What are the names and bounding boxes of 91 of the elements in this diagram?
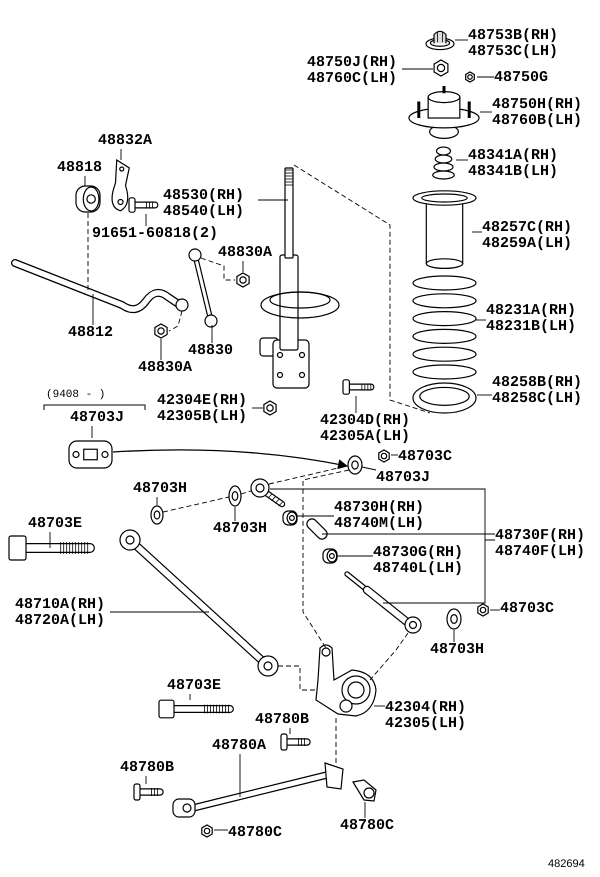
dashed-guide-line: [200, 258, 236, 280]
part-number: 48812: [68, 325, 114, 341]
part-number: 48830A: [218, 245, 272, 261]
part-number: 48710A(RH) 48720A(LH): [15, 597, 110, 629]
part-number: 42304D(RH) 42305A(LH): [320, 413, 416, 445]
part-number: 48730G(RH) 48740L(LH): [373, 545, 468, 577]
cap-drawing: [425, 28, 455, 50]
nut-drawing: [200, 824, 214, 838]
part-number: 48730H(RH) 48740M(LH): [334, 500, 430, 532]
washer-drawing: [150, 505, 164, 525]
spring-seat-drawing: [412, 382, 477, 414]
bolt-drawing: [280, 732, 310, 752]
nut-drawing: [463, 71, 477, 83]
nut-drawing: [432, 58, 450, 78]
nut-drawing: [262, 400, 278, 416]
leader-line: [160, 338, 162, 360]
dashed-guide-line: [162, 496, 230, 512]
part-number: 48703E: [167, 678, 222, 694]
dashed-guide-line: [370, 632, 408, 680]
part-number: 48830: [188, 343, 234, 359]
part-number: 48832A: [98, 133, 152, 149]
part-number: 48257C(RH) 48259A(LH): [482, 220, 578, 252]
part-number: 48703C: [500, 601, 554, 617]
part-number: 48258B(RH) 48258C(LH): [492, 375, 588, 407]
leader-line: [364, 802, 366, 818]
leader-line: [382, 540, 496, 604]
leader-line: [390, 454, 398, 456]
dashed-guide-line: [240, 490, 252, 494]
bushing-drawing: [75, 185, 101, 213]
bolt-drawing: [133, 782, 163, 802]
part-number: 48818: [57, 160, 102, 176]
part-number: 48530(RH) 48540(LH): [163, 188, 258, 220]
bolt-drawing: [342, 378, 374, 396]
leader-line: [476, 394, 492, 396]
strut-mount-drawing: [408, 85, 480, 140]
part-number: 42304(RH) 42305(LH): [385, 700, 480, 732]
part-number: 48231A(RH) 48231B(LH): [486, 303, 582, 335]
part-number: 48780C: [228, 825, 282, 841]
dashed-guide-line: [278, 666, 316, 690]
diagram-number: 482694: [548, 858, 585, 870]
part-number: 48780A: [212, 738, 266, 754]
washer-drawing: [446, 608, 462, 630]
part-number: 48750H(RH) 48760B(LH): [492, 97, 588, 129]
part-number: 48703C: [398, 449, 452, 465]
part-number: 48780C: [340, 818, 394, 834]
retainer-drawing: [350, 778, 378, 803]
leader-line: [242, 260, 244, 272]
part-number: 42304E(RH) 42305B(LH): [157, 393, 252, 425]
rod-end-drawing: [250, 478, 285, 508]
leader-line: [234, 506, 236, 522]
part-number: 48703J: [70, 410, 124, 426]
part-number: 48341A(RH) 48341B(LH): [468, 148, 564, 180]
part-number: 48730F(RH) 48740F(LH): [495, 528, 590, 560]
arrow: [112, 449, 348, 470]
part-number: 48703H: [213, 521, 268, 537]
washer-drawing: [228, 485, 242, 507]
part-number: 48703H: [133, 481, 188, 497]
part-number: 48703J: [376, 470, 430, 486]
dust-boot-drawing: [412, 190, 477, 270]
leader-line: [476, 76, 494, 78]
part-number: 48703H: [430, 642, 484, 658]
part-number: 48703E: [28, 516, 82, 532]
nut-drawing: [377, 449, 391, 463]
part-number: 48780B: [255, 712, 310, 728]
date-range-note: (9408 - ): [46, 389, 106, 401]
leader-line: [92, 294, 94, 326]
part-number: 48750G: [494, 70, 548, 86]
bushing-drawing: [282, 510, 298, 526]
bolt-drawing: [158, 698, 233, 720]
bolt-drawing: [8, 533, 93, 563]
bolt-drawing: [128, 196, 158, 214]
leader-line: [402, 68, 434, 70]
dashed-guide-line: [302, 470, 350, 648]
part-number: 48750J(RH) 48760C(LH): [307, 55, 402, 87]
leader-line: [120, 148, 122, 160]
dashed-guide-line: [168, 310, 182, 332]
nut-drawing: [476, 603, 490, 617]
dashed-guide-line: [294, 164, 430, 414]
coil-spring-drawing: [412, 275, 477, 380]
part-number: 91651-60818(2): [92, 226, 218, 242]
leader-line: [84, 176, 86, 186]
part-number: 48753B(RH) 48753C(LH): [468, 28, 564, 60]
adjusting-tube-drawing: [306, 518, 328, 540]
part-number: 48780B: [120, 760, 174, 776]
nut-drawing: [235, 272, 251, 288]
nut-drawing: [153, 323, 169, 339]
leader-line: [362, 466, 376, 470]
leader-line: [156, 496, 158, 506]
bushing-drawing: [322, 548, 338, 564]
washer-drawing: [347, 455, 363, 475]
part-number: 48830A: [138, 360, 192, 376]
